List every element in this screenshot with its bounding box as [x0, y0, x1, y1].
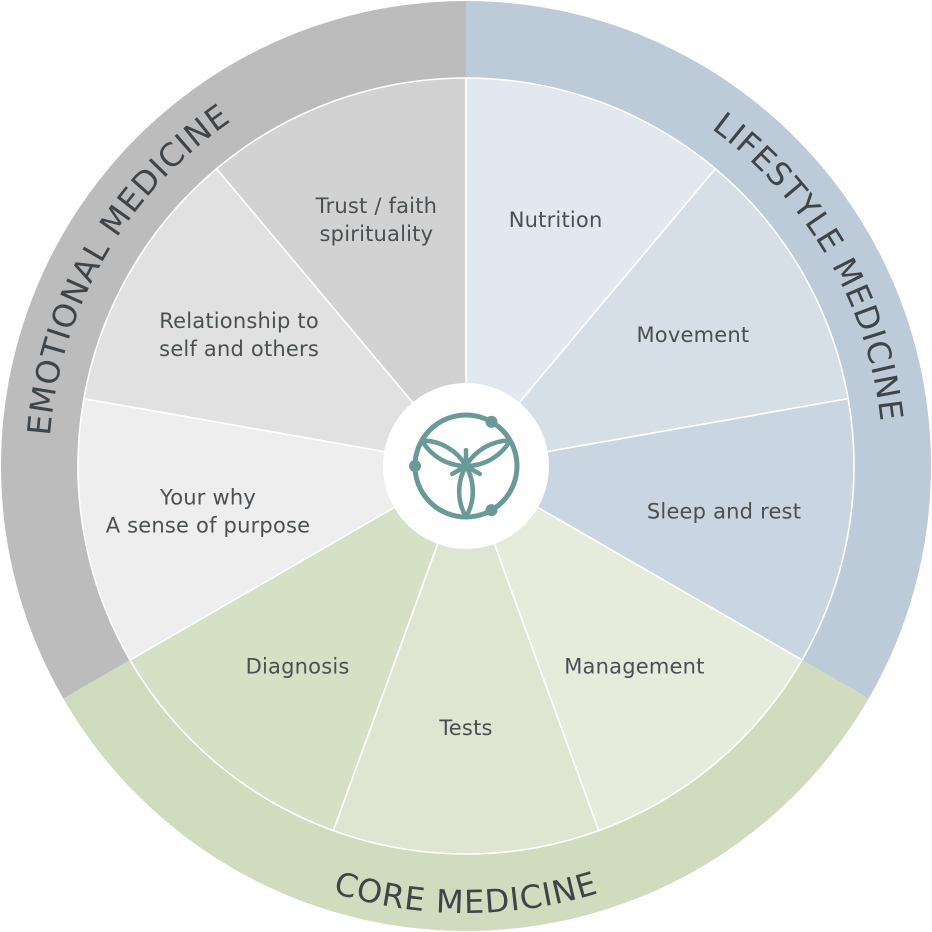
segment-label-4: Tests	[438, 716, 492, 740]
ring-band-core	[63, 660, 869, 931]
inner-segments	[77, 77, 855, 855]
segment-0	[465, 77, 717, 469]
segment-3	[464, 464, 804, 832]
segment-label-line: Trust / faith	[315, 194, 438, 218]
segment-label-line: A sense of purpose	[106, 513, 311, 537]
segment-label-line: Nutrition	[509, 208, 603, 232]
segment-5	[128, 464, 468, 832]
ring-band-lifestyle	[466, 1, 931, 699]
segment-1	[463, 167, 850, 468]
segment-label-line: self and others	[159, 337, 319, 361]
segment-7	[82, 167, 469, 468]
segment-label-line: Relationship to	[159, 309, 319, 333]
segment-label-line: Sleep and rest	[647, 499, 801, 523]
segment-label-line: spirituality	[320, 222, 434, 246]
segment-label-6: Your why A sense of purpose	[106, 485, 311, 537]
segment-label-line: Movement	[636, 323, 749, 347]
logo-dot-0	[485, 415, 498, 428]
segment-label-line: Your why	[159, 485, 256, 509]
segment-8	[215, 77, 467, 469]
segment-label-1: Movement	[636, 323, 749, 347]
logo-dot-1	[485, 504, 498, 517]
three-petal-logo-icon	[409, 412, 520, 520]
segment-label-5: Diagnosis	[246, 655, 350, 679]
segment-label-7: Relationship to self and others	[159, 309, 319, 361]
logo-petal-1	[449, 464, 468, 477]
logo-arc-2	[419, 439, 470, 519]
segment-label-3: Management	[564, 655, 704, 679]
ring-band-emotional	[0, 1, 466, 699]
segment-label-0: Nutrition	[509, 208, 603, 232]
segment-label-line: Management	[564, 655, 704, 679]
segment-2	[463, 397, 855, 662]
segment-label-line: Tests	[438, 716, 492, 740]
center-hub	[383, 383, 549, 549]
segment-label-line: Diagnosis	[246, 655, 350, 679]
logo-petal-0	[464, 464, 483, 477]
logo-dot-2	[409, 460, 421, 472]
segment-4	[332, 463, 600, 855]
segment-6	[77, 397, 469, 662]
segment-label-2: Sleep and rest	[647, 499, 801, 523]
segment-label-8: Trust / faith spirituality	[315, 194, 438, 246]
